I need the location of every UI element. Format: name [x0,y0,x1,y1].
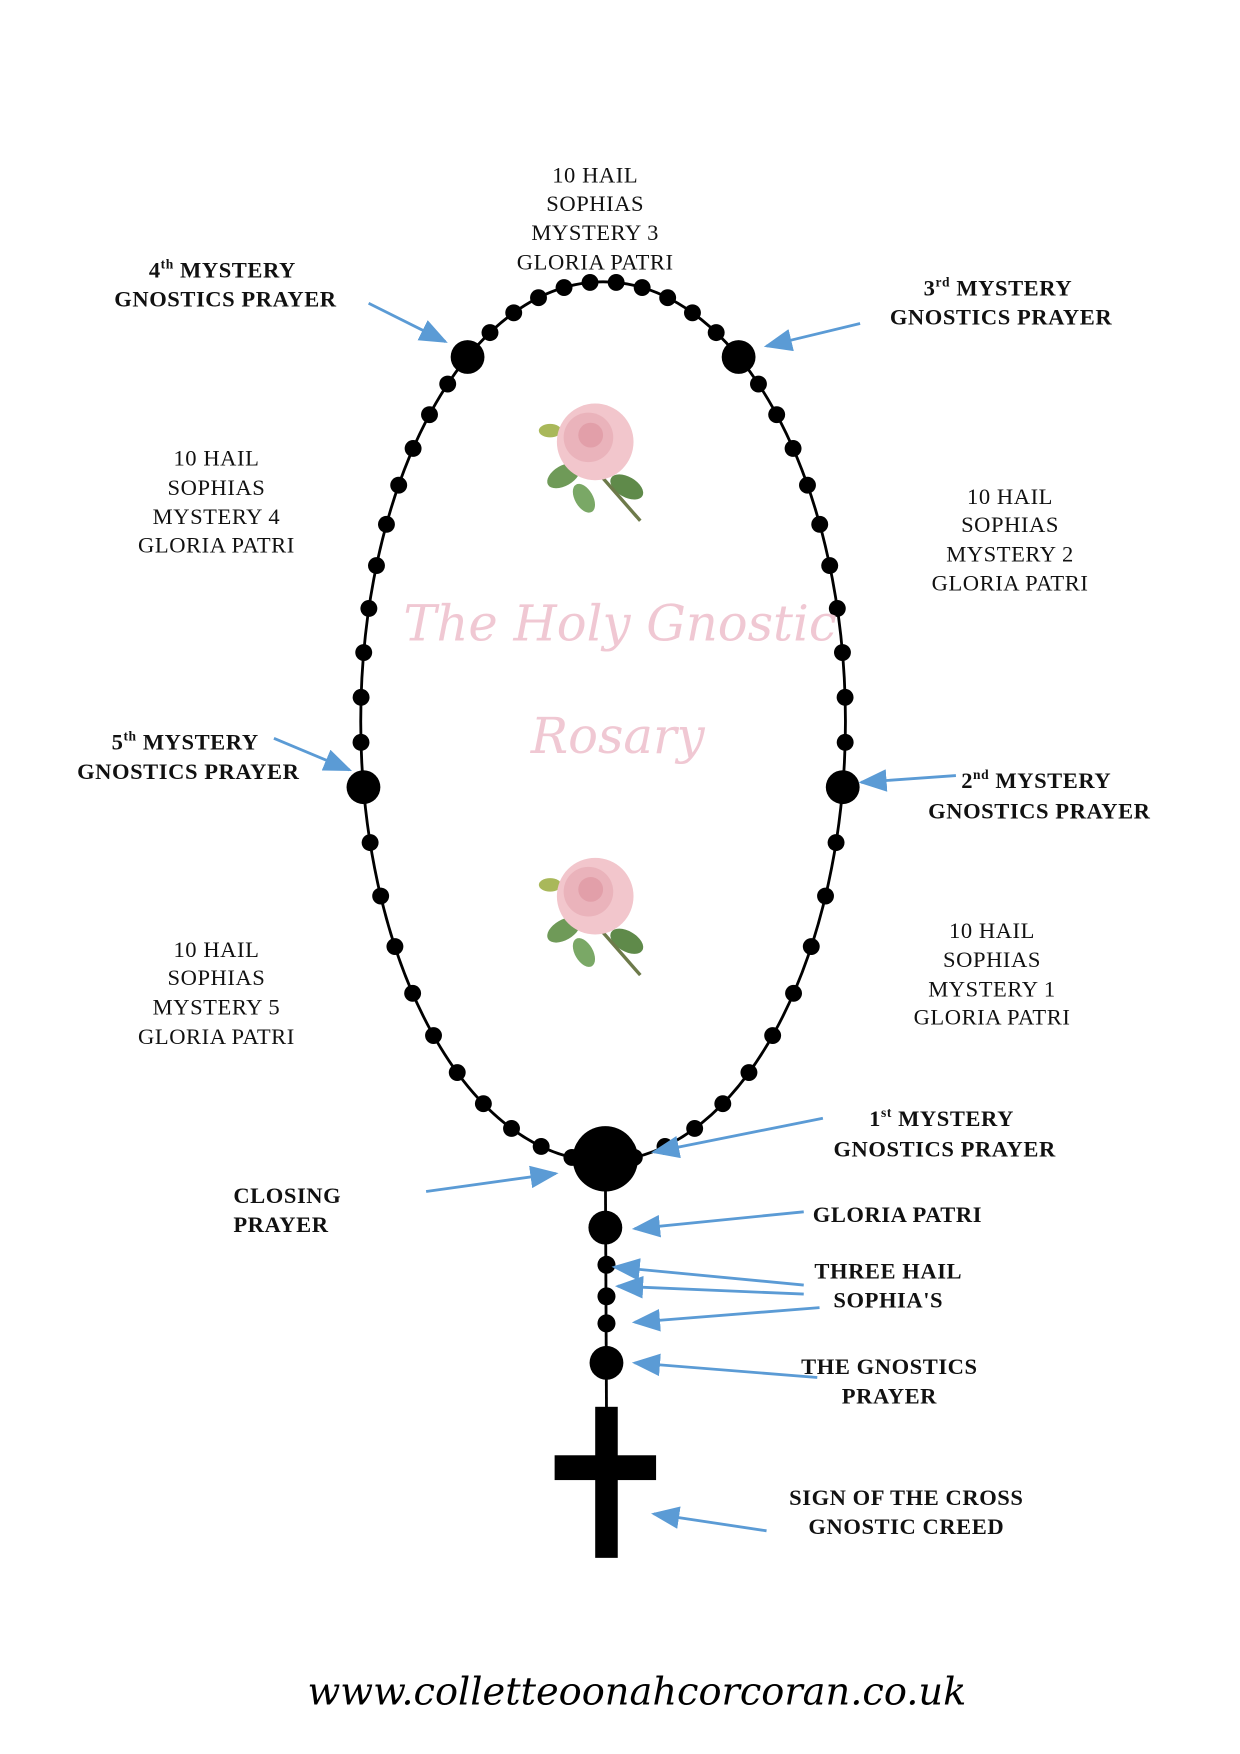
arrow-mystery-5 [273,737,353,772]
bead-decade-2 [799,476,816,494]
bead-mystery-5 [346,770,381,805]
bead-decade-5 [503,1120,520,1137]
rosary-beads [346,273,860,1166]
bead-decade-1 [740,1064,758,1081]
arrow-mystery-4 [367,301,448,343]
bead-decade-5 [372,887,390,905]
arrow-gloria [631,1210,804,1238]
bead-decade-2 [768,406,786,424]
mystery-4-label: 4th MYSTERY GNOSTICS PRAYER [114,256,337,311]
arrow-cross [651,1506,767,1533]
rose-image-bottom [537,856,650,977]
rose-image-top [537,401,650,523]
website-url[interactable]: www.colletteoonahcorcoran.co.uk [308,1669,967,1714]
bead-decade-2 [836,733,854,751]
bead-decade-5 [361,834,379,852]
bead-decade-3 [659,289,677,307]
arrow-closing [425,1165,559,1193]
bead-decade-4 [360,600,378,617]
bead-decade-4 [421,406,438,424]
title-line-1: The Holy Gnostic [403,594,836,652]
bead-decade-4 [439,375,457,393]
bead-decade-3 [481,324,499,342]
bead-decade-2 [750,375,767,393]
cross-icon [554,1406,657,1558]
bead-decade-4 [377,515,395,533]
bead-decade-4 [368,557,385,575]
bead-mystery-2 [825,770,860,805]
bead-mystery-3 [721,340,756,374]
bead-decade-2 [784,440,802,457]
arrow-hail-2 [614,1276,804,1299]
bead-decade-3 [581,273,599,291]
bead-decade-5 [448,1064,466,1081]
bead-decade-1 [817,887,834,905]
bead-decade-1 [714,1095,732,1113]
bead-decade-4 [352,688,370,706]
bead-decade-3 [683,304,701,322]
bead-decade-2 [828,600,846,617]
bead-decade-1 [802,938,820,956]
bead-decade-2 [811,515,829,533]
bead-decade-1 [785,984,803,1002]
title-line-2: Rosary [530,707,706,765]
arrow-hail-3 [631,1306,820,1332]
bead-decade-5 [425,1027,442,1044]
bead-decade-4 [352,733,370,751]
arrow-mystery-1 [651,1116,824,1159]
mystery-3-label: 3rd MYSTERY GNOSTICS PRAYER [890,274,1113,329]
bead-decade-4 [390,476,408,494]
gloria-patri-label: GLORIA PATRI [813,1202,982,1227]
bead-decade-3 [633,279,651,297]
arrow-mystery-2 [858,769,957,792]
bead-decade-5 [404,984,422,1002]
arrows [273,301,957,1533]
bead-decade-4 [404,440,422,457]
bead-decade-5 [474,1095,492,1113]
mystery-1-label: 1st MYSTERY GNOSTICS PRAYER [833,1105,1056,1161]
mystery-5-label: 5th MYSTERY GNOSTICS PRAYER [77,729,300,784]
bead-decade-2 [836,688,854,706]
bead-decade-1 [764,1027,782,1044]
bead-decade-2 [821,557,839,575]
bead-hail-2 [597,1287,616,1306]
bead-hail-3 [597,1314,616,1333]
bead-decade-3 [555,279,573,297]
bead-closing [572,1126,639,1192]
bead-decade-2 [833,644,851,661]
arrow-hail-1 [611,1258,804,1287]
arrow-gnostics-prayer [631,1353,818,1379]
mystery-2-label: 2nd MYSTERY GNOSTICS PRAYER [928,767,1151,823]
bead-decade-1 [686,1120,704,1137]
bead-hail-1 [597,1255,616,1274]
bead-decade-3 [707,324,725,342]
bead-gnostics-prayer [589,1345,624,1380]
bead-mystery-4 [450,340,485,374]
bead-decade-3 [607,273,625,291]
bead-decade-3 [505,304,523,322]
bead-decade-4 [355,644,373,661]
bead-decade-1 [827,834,845,852]
bead-decade-5 [386,938,404,956]
arrow-mystery-3 [763,322,861,352]
bead-decade-3 [530,289,547,307]
bead-decade-5 [532,1138,550,1155]
bead-gloria-patri [588,1210,623,1245]
